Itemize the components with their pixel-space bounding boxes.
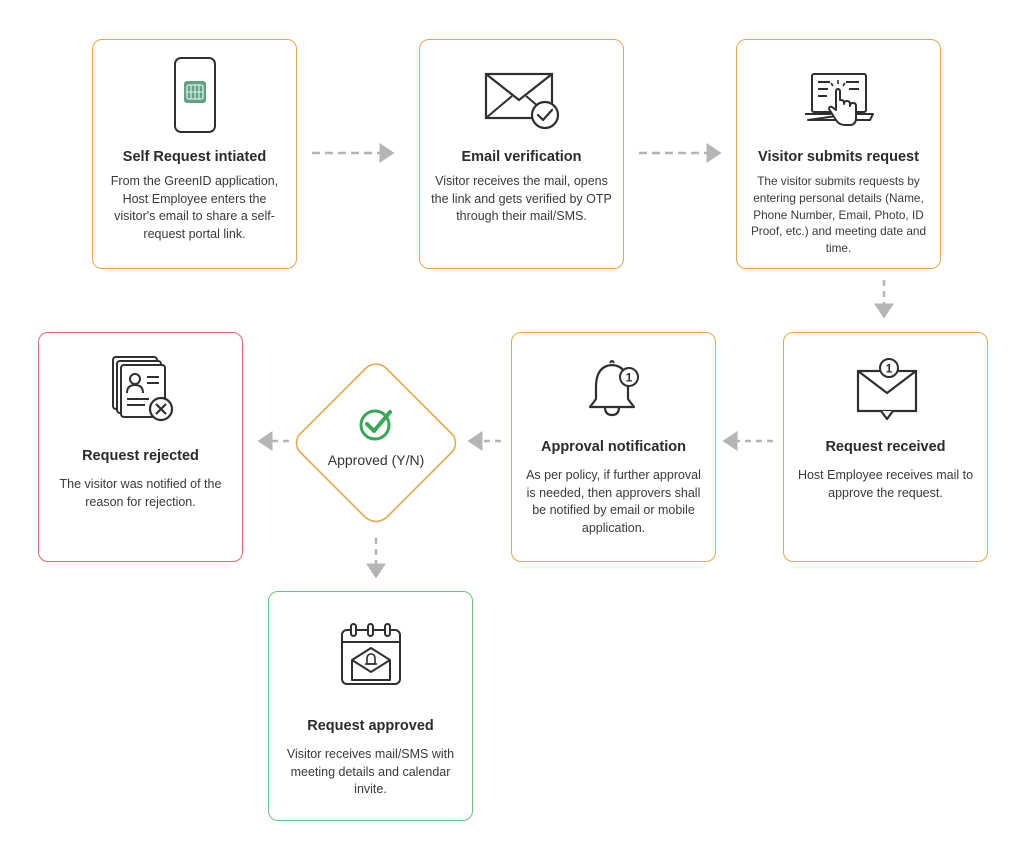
step-request-received: 1 Request received Host Employee receive… xyxy=(783,332,988,562)
mail-badge-count: 1 xyxy=(885,362,892,376)
mail-notification-icon: 1 xyxy=(784,357,987,421)
step-self-request: Self Request intiated From the GreenID a… xyxy=(92,39,297,269)
step-title: Request approved xyxy=(307,718,434,734)
check-circle-icon xyxy=(358,406,394,447)
decision-approved: Approved (Y/N) xyxy=(292,362,460,524)
step-title: Email verification xyxy=(461,149,582,165)
smartphone-icon xyxy=(93,56,296,134)
step-title: Approval notification xyxy=(541,439,686,455)
step-title: Request received xyxy=(825,439,946,455)
bell-notification-icon: 1 xyxy=(512,357,715,423)
step-title: Request rejected xyxy=(82,448,199,464)
step-description: Visitor receives mail/SMS with meeting d… xyxy=(286,747,455,796)
decision-diamond-shape xyxy=(295,363,457,523)
step-description: Visitor receives the mail, opens the lin… xyxy=(431,174,612,223)
step-title: Visitor submits request xyxy=(758,149,919,165)
envelope-check-icon xyxy=(420,70,623,130)
step-description: From the GreenID application, Host Emplo… xyxy=(110,174,279,241)
step-visitor-submits: Visitor submits request The visitor subm… xyxy=(736,39,941,269)
step-request-approved: Request approved Visitor receives mail/S… xyxy=(268,591,473,821)
step-title: Self Request intiated xyxy=(122,149,267,165)
step-approval-notification: 1 Approval notification As per policy, i… xyxy=(511,332,716,562)
step-description: As per policy, if further approval is ne… xyxy=(526,468,701,535)
step-description: Host Employee receives mail to approve t… xyxy=(797,468,974,500)
step-request-rejected: Request rejected The visitor was notifie… xyxy=(38,332,243,562)
step-email-verification: Email verification Visitor receives the … xyxy=(419,39,624,269)
decision-label: Approved (Y/N) xyxy=(327,452,425,468)
notification-badge-count: 1 xyxy=(625,371,632,385)
document-rejected-icon xyxy=(39,353,242,425)
calendar-invite-icon xyxy=(269,622,472,688)
laptop-touch-icon xyxy=(737,70,940,132)
step-description: The visitor submits requests by entering… xyxy=(750,174,927,256)
step-description: The visitor was notified of the reason f… xyxy=(59,477,222,509)
